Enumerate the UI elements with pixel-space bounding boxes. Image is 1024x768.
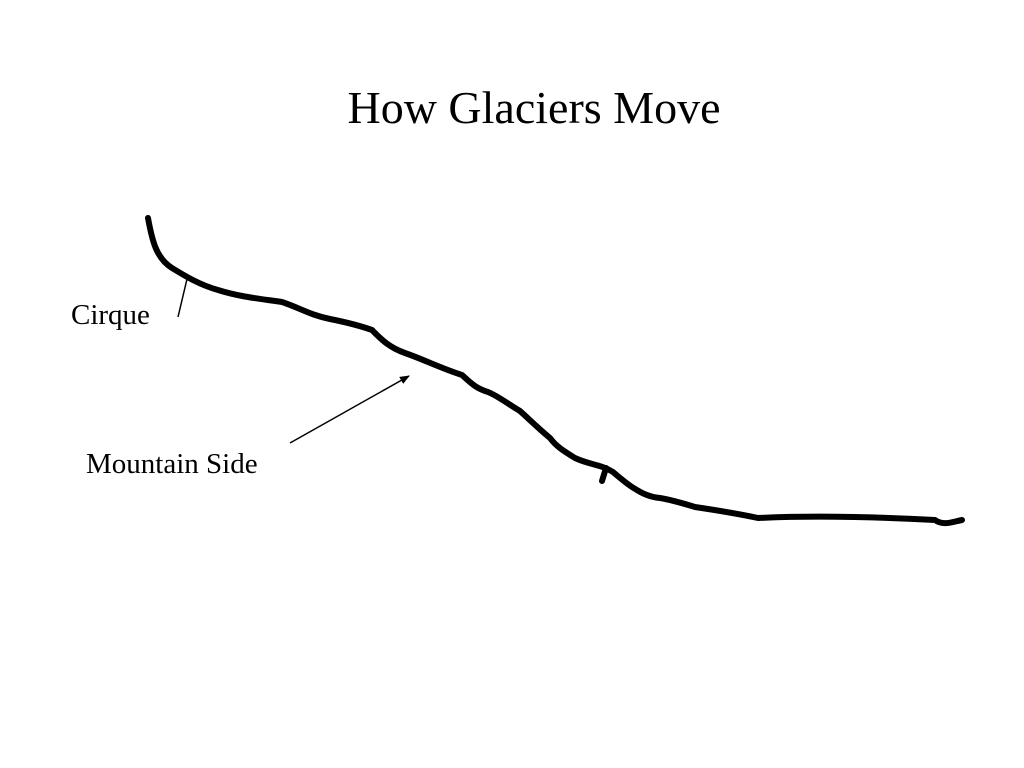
mountain-side-arrow: [289, 375, 410, 444]
slide-title: How Glaciers Move: [347, 82, 721, 133]
mountain-side-label: Mountain Side: [86, 448, 258, 480]
mountain-profile-line: [145, 215, 965, 527]
cirque-pointer-line: [177, 278, 188, 318]
mountain-profile-notch: [599, 465, 609, 484]
cirque-label: Cirque: [71, 299, 150, 331]
